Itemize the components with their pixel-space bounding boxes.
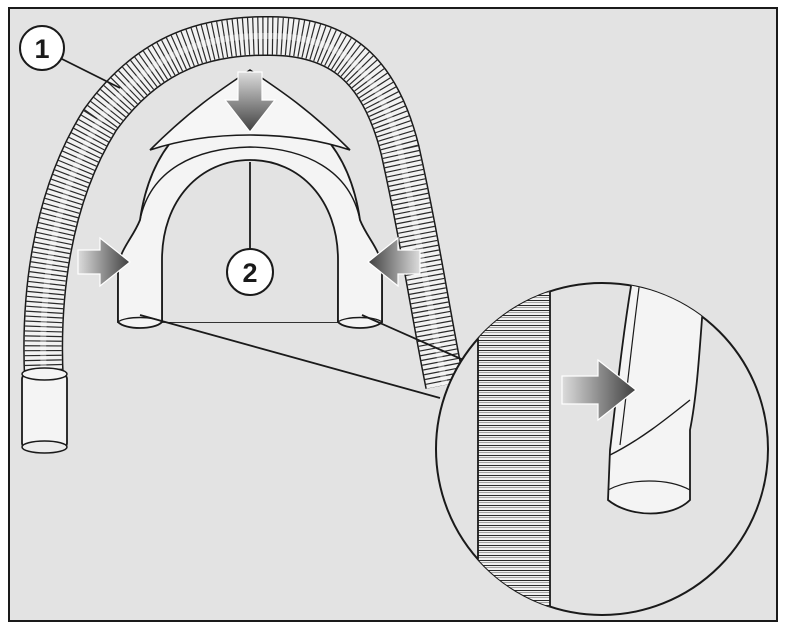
- push-right-arrow-icon: [77, 236, 131, 288]
- push-left-arrow-icon: [367, 236, 421, 288]
- inset-hose: [478, 283, 550, 615]
- hose-end-sleeve: [21, 373, 68, 449]
- zoom-leader-line-left: [139, 314, 441, 399]
- inset-push-arrow-icon: [561, 358, 637, 422]
- callout-1: 1: [19, 25, 121, 89]
- callout-2-label: 2: [242, 258, 257, 288]
- drain-hose: [21, 15, 465, 454]
- callout-1-label: 1: [34, 34, 49, 64]
- zoom-leader-line-right: [361, 314, 469, 363]
- magnifier-inset: [435, 282, 769, 616]
- callout-2: 2: [226, 162, 274, 296]
- push-down-arrow-icon: [223, 71, 277, 133]
